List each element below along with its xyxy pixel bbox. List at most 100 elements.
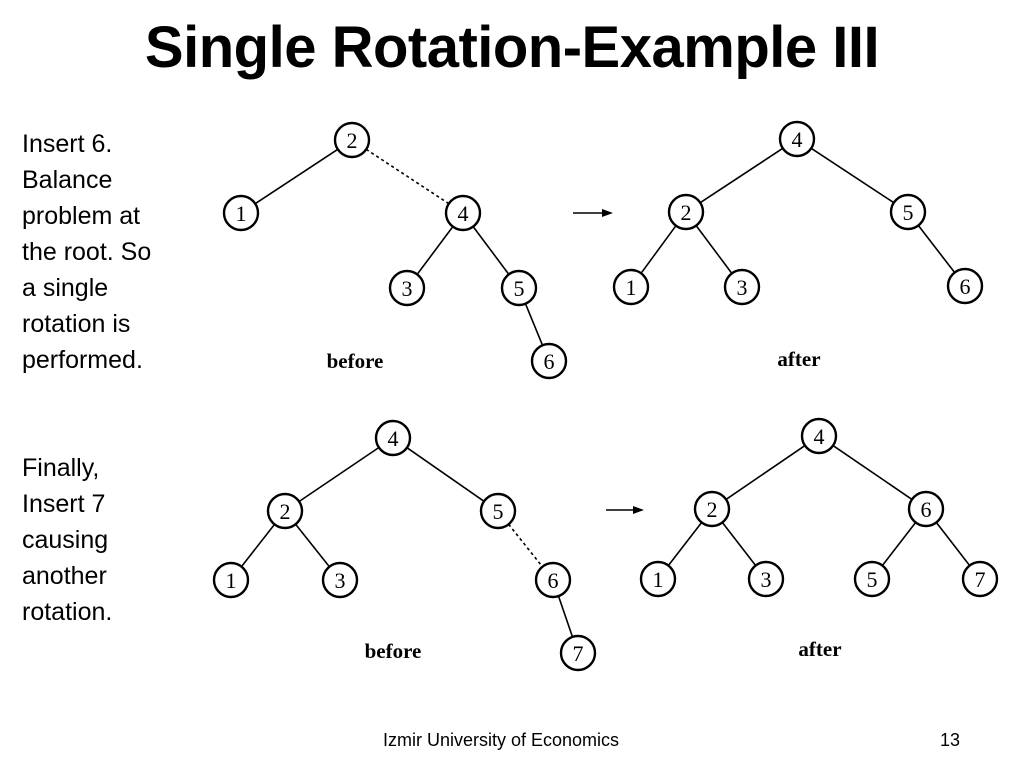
- tree-edge: [881, 521, 917, 567]
- tree-node: 5: [479, 492, 517, 530]
- tree-node: 1: [639, 560, 677, 598]
- tree-edge: [640, 225, 677, 274]
- node-circle: [961, 560, 999, 598]
- node-label: 3: [402, 276, 413, 301]
- description-line: Insert 6.: [22, 130, 113, 158]
- node-label: 2: [280, 499, 291, 524]
- tree-caption-after: after: [777, 347, 820, 371]
- node-label: 4: [388, 426, 399, 451]
- description-line: a single: [22, 274, 109, 302]
- node-label: 5: [514, 276, 525, 301]
- tree-after-insert-6: 4 2 5 1 3 6 after: [612, 120, 984, 371]
- tree-edge: [254, 148, 339, 205]
- tree-node: 3: [388, 269, 426, 307]
- node-label: 6: [544, 349, 555, 374]
- tree-edge: [557, 595, 574, 638]
- node-label: 1: [653, 567, 664, 592]
- slide-title: Single Rotation-Example III: [144, 15, 880, 80]
- tree-node: 1: [612, 268, 650, 306]
- description-line: Balance: [22, 166, 113, 194]
- tree-edge: [721, 521, 757, 567]
- tree-node: 4: [800, 417, 838, 455]
- tree-edge: [810, 147, 895, 204]
- tree-node: 2: [333, 121, 371, 159]
- tree-edge: [917, 224, 956, 274]
- tree-edge: [524, 303, 544, 346]
- tree-edge: [365, 148, 450, 205]
- node-circle: [559, 634, 597, 672]
- node-circle: [388, 269, 426, 307]
- tree-node: 2: [266, 492, 304, 530]
- node-circle: [333, 121, 371, 159]
- node-circle: [212, 561, 250, 599]
- node-label: 3: [335, 568, 346, 593]
- tree-node: 6: [534, 561, 572, 599]
- tree-node: 3: [747, 560, 785, 598]
- tree-before-insert-6: 2 1 4 3 5 6 before: [222, 121, 568, 380]
- node-label: 5: [493, 499, 504, 524]
- tree-node: 1: [222, 194, 260, 232]
- tree-edge: [240, 523, 276, 568]
- tree-edge: [507, 523, 544, 568]
- node-circle: [444, 194, 482, 232]
- tree-caption-before: before: [327, 349, 384, 373]
- tree-edge: [725, 444, 806, 501]
- node-circle: [889, 193, 927, 231]
- tree-node: 4: [374, 419, 412, 457]
- tree-node: 3: [723, 268, 761, 306]
- node-circle: [667, 193, 705, 231]
- description-line: problem at: [22, 202, 141, 230]
- node-circle: [479, 492, 517, 530]
- tree-node: 4: [444, 194, 482, 232]
- node-label: 1: [226, 568, 237, 593]
- transition-arrow-2: [606, 506, 644, 514]
- node-label: 5: [903, 200, 914, 225]
- tree-edge: [667, 521, 703, 567]
- page-number: 13: [940, 730, 961, 750]
- node-circle: [800, 417, 838, 455]
- node-circle: [612, 268, 650, 306]
- description-line: rotation is: [22, 310, 131, 338]
- node-label: 7: [975, 567, 986, 592]
- node-circle: [222, 194, 260, 232]
- tree-node: 7: [961, 560, 999, 598]
- tree-node: 5: [853, 560, 891, 598]
- node-label: 3: [761, 567, 772, 592]
- description-line: performed.: [22, 346, 143, 374]
- node-circle: [778, 120, 816, 158]
- tree-caption-after: after: [798, 637, 841, 661]
- tree-node: 6: [946, 267, 984, 305]
- footer-institution: Izmir University of Economics: [383, 730, 620, 750]
- node-label: 6: [548, 568, 559, 593]
- tree-node: 4: [778, 120, 816, 158]
- tree-node: 5: [889, 193, 927, 231]
- node-label: 4: [792, 127, 803, 152]
- node-label: 7: [573, 641, 584, 666]
- tree-edge: [472, 226, 510, 275]
- node-circle: [374, 419, 412, 457]
- tree-edge: [416, 226, 454, 275]
- tree-edge: [935, 521, 971, 567]
- node-label: 3: [737, 275, 748, 300]
- tree-node: 6: [530, 342, 568, 380]
- tree-edge: [294, 523, 331, 568]
- node-circle: [534, 561, 572, 599]
- tree-node: 6: [907, 490, 945, 528]
- node-label: 4: [814, 424, 825, 449]
- description-line: another: [22, 562, 107, 590]
- description-line: Finally,: [22, 454, 100, 482]
- transition-arrow-1: [573, 209, 613, 217]
- node-circle: [321, 561, 359, 599]
- node-circle: [639, 560, 677, 598]
- node-circle: [853, 560, 891, 598]
- node-label: 1: [236, 201, 247, 226]
- node-label: 2: [681, 200, 692, 225]
- tree-edge: [695, 225, 733, 274]
- tree-node: 2: [667, 193, 705, 231]
- node-circle: [530, 342, 568, 380]
